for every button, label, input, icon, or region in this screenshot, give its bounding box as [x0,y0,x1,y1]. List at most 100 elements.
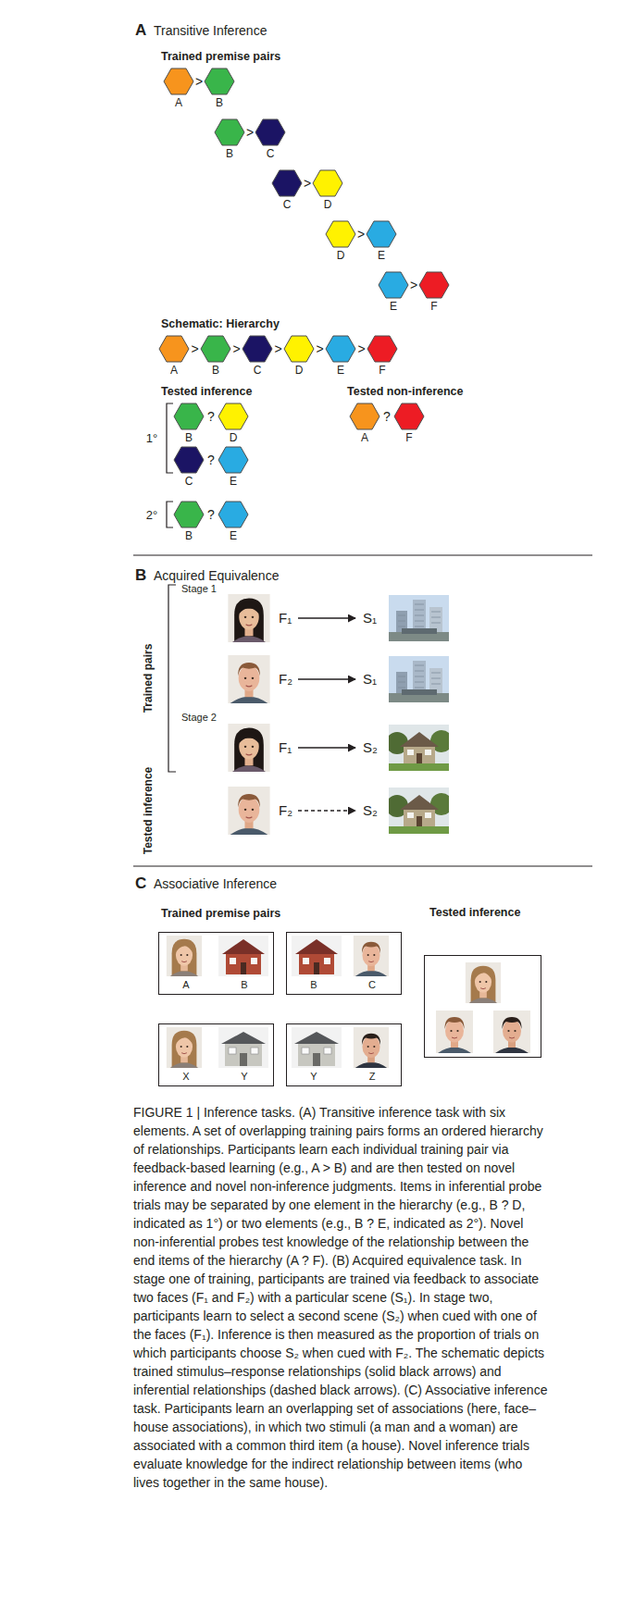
item-label: B [310,979,317,992]
face-photo [353,1027,389,1069]
hexagon-outline [174,501,204,528]
divider-line [133,866,593,868]
face-node: F₁ [226,594,299,643]
hexagon-node: C [241,335,274,382]
hexagon-shape [217,500,249,529]
relation-symbol: > [246,124,254,140]
item-label: F₂ [278,670,293,689]
relation-symbol: ? [207,507,215,523]
hexagon-shape [324,220,357,249]
box-heading: Tested inference [429,905,521,921]
hexagon-node: D [283,335,315,382]
hexagon-outline [218,447,249,473]
hexagon-shape [418,271,450,299]
panel-letter: A [135,21,147,40]
house-photo [218,935,269,977]
hexagon-shape [173,446,205,474]
scene-node: S₂ [355,786,449,835]
dividers [133,555,593,867]
item-label: Y [310,1070,317,1083]
item-label: B [199,363,232,377]
face-node: F₂ [226,786,299,835]
hexagon-node: F [366,335,399,382]
hexagon-shape [217,446,249,474]
item-label: F₂ [278,801,293,821]
hexagon-outline [255,119,286,146]
item-label: C [241,363,274,377]
arrow-connector [298,678,356,681]
divider-line [133,555,593,557]
item-label: F [418,299,450,313]
item-label: X [182,1070,189,1083]
hexagon-outline [218,403,249,430]
hexagon-shape [366,335,399,363]
hexagon-outline [174,447,204,473]
item-label: C [173,474,205,488]
item-label: Z [369,1070,376,1083]
item-label: A [348,431,381,445]
relation-symbol: > [315,341,324,357]
hexagon-node: E [365,220,398,267]
panel-title: Associative Inference [153,876,277,892]
hexagon-shape [173,402,205,431]
hexagon-shape [393,402,425,431]
item-label: S₁ [362,670,377,689]
scene-node: S₁ [355,655,449,704]
hexagon-node: B [199,335,232,382]
stage-label: Stage 1 [181,583,217,595]
hexagon-outline [349,403,380,430]
hexagon-outline [174,403,204,430]
relation-symbol: > [410,277,418,293]
item-label: B [173,431,205,445]
item-label: Y [240,1070,248,1083]
item-label: B [213,147,246,161]
picture-frame [423,955,542,1058]
hexagon-shape [311,169,344,198]
item-label: F₁ [278,609,292,628]
face-node: F₁ [226,723,299,772]
hexagon-outline [159,335,189,362]
scene-photo [385,724,453,772]
hexagon-node: F [393,402,425,449]
hexagon-shape [365,220,398,249]
hexagon-node: C [254,118,287,165]
hexagon-node: A [158,335,190,382]
hexagon-shape [348,402,381,431]
section-heading: Tested inference [161,385,252,399]
house-photo [218,1027,269,1069]
hexagon-node: B [203,67,236,114]
item-label: B [173,529,205,543]
item-label: E [324,363,357,377]
section-heading: Schematic: Hierarchy [161,317,280,331]
hexagon-node: E [324,335,357,382]
hexagon-node: E [217,446,249,493]
item-label: D [217,431,249,445]
hexagon-shape [283,335,315,363]
scene-node: S₂ [355,723,449,772]
item-label: F [393,431,425,445]
relation-symbol: > [303,175,311,191]
face-photo [166,935,202,977]
hexagon-node: B [173,402,205,449]
hexagon-outline [312,170,343,197]
item-label: A [182,979,189,992]
hexagon-shape [173,500,205,529]
face-photo [227,655,270,704]
row-label: Tested inference [141,767,155,855]
hexagon-outline [367,335,398,362]
hexagon-shape [158,335,190,363]
hexagon-shape [241,335,274,363]
bracket [166,501,174,528]
hexagon-shape [162,67,195,96]
hexagon-outline [419,272,449,299]
hexagon-shape [203,67,236,96]
arrow-connector [298,617,356,620]
hexagon-outline [204,68,235,95]
relation-symbol: > [273,341,282,357]
item-label: E [365,248,398,262]
scene-node: S₁ [355,594,449,643]
hexagon-outline [242,335,273,362]
hexagon-node: C [173,446,205,493]
scene-photo [385,787,453,834]
